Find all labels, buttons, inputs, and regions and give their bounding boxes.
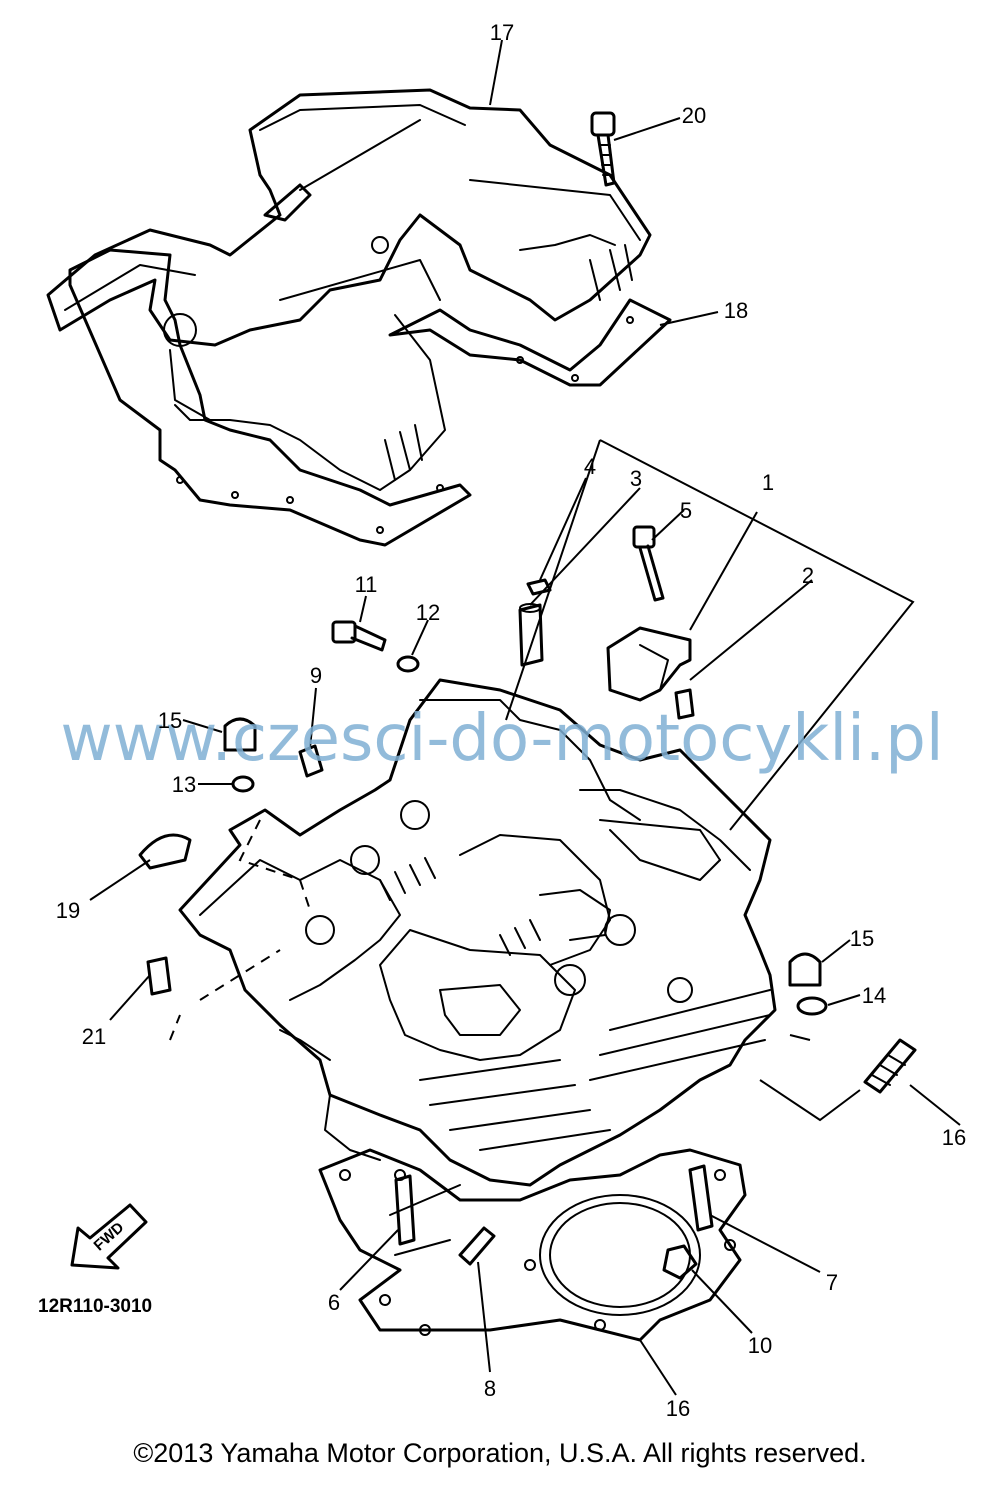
callout-19: 18 — [724, 298, 748, 323]
watermark: www.czesci-do-motocykli.pl — [60, 702, 943, 776]
copyright-notice: ©2013 Yamaha Motor Corporation, U.S.A. A… — [133, 1438, 867, 1468]
callout-12: 12 — [416, 600, 440, 625]
callout-22: 21 — [82, 1024, 106, 1049]
callout-21: 20 — [682, 103, 706, 128]
callout-18: 17 — [490, 20, 514, 45]
forward-direction-arrow: FWD — [70, 1203, 148, 1270]
callout-10: 10 — [748, 1333, 772, 1358]
callout-numbers: 17 20 18 1 4 3 5 2 11 12 9 15 13 19 21 1… — [56, 20, 966, 1421]
callout-5: 5 — [680, 498, 692, 523]
callout-20: 19 — [56, 898, 80, 923]
cylinder-head — [178, 678, 777, 1187]
cover-gasket — [68, 183, 672, 547]
callout-4: 4 — [584, 454, 596, 479]
cylinder-head-cover — [46, 88, 652, 491]
drawing-code: 12R110-3010 — [38, 1296, 152, 1317]
callout-15-left: 15 — [158, 708, 182, 733]
callout-1: 1 — [762, 470, 774, 495]
callout-13: 13 — [172, 772, 196, 797]
callout-17: 16 — [666, 1396, 690, 1421]
callout-7: 7 — [826, 1270, 838, 1295]
fwd-label: FWD — [91, 1219, 128, 1255]
callout-16: 16 — [942, 1125, 966, 1150]
cover-bolt — [590, 111, 616, 187]
callout-15-right: 15 — [850, 926, 874, 951]
callout-9: 9 — [310, 663, 322, 688]
callout-8: 8 — [484, 1376, 496, 1401]
small-parts — [138, 525, 917, 1280]
callout-14: 14 — [862, 983, 886, 1008]
callout-6: 6 — [328, 1290, 340, 1315]
callout-2: 2 — [802, 563, 814, 588]
callout-11: 11 — [355, 572, 378, 597]
callout-3: 3 — [630, 466, 642, 491]
leader-lines — [89, 39, 961, 1396]
